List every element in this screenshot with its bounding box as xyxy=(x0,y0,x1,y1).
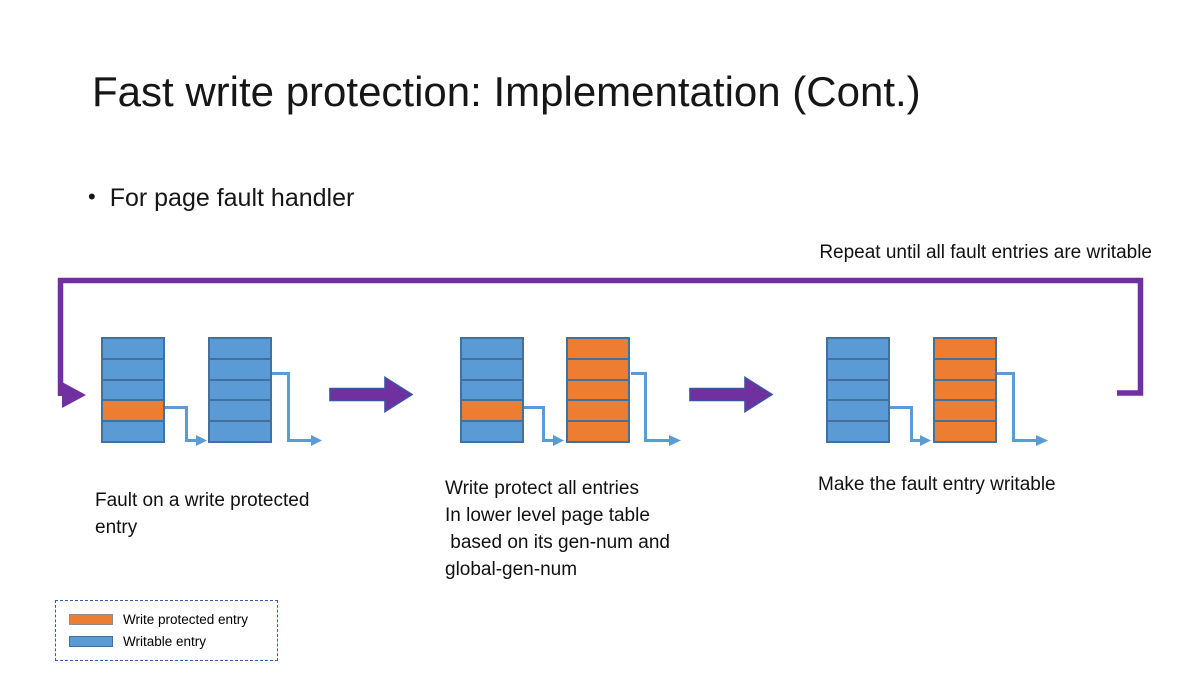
connector-stage3-lower-table xyxy=(996,372,1037,442)
legend-item-writable: Writable entry xyxy=(69,634,277,649)
connector-stage3-fault-entry-arrowhead-icon xyxy=(920,435,931,446)
page-table-entry-writable xyxy=(210,359,270,381)
connector-stage1-lower-table-arrowhead-icon xyxy=(311,435,322,446)
page-table-entry-writable xyxy=(828,359,888,381)
page-table-entry-writable xyxy=(462,380,522,402)
page-table-stage1-upper xyxy=(101,337,165,443)
stage1-caption: Fault on a write protected entry xyxy=(95,490,315,538)
page-table-entry-writable xyxy=(103,339,163,360)
page-table-entry-writable xyxy=(828,339,888,360)
bullet-text: For page fault handler xyxy=(109,184,355,212)
connector-stage3-lower-table-arrowhead-icon xyxy=(1036,435,1048,446)
page-table-entry-protected xyxy=(935,422,995,441)
connector-stage2-fault-entry-arrowhead-icon xyxy=(553,435,564,446)
page-table-entry-writable xyxy=(103,359,163,381)
page-table-entry-writable xyxy=(210,339,270,360)
stage-arrow-1-icon xyxy=(329,376,414,413)
page-table-stage3-upper xyxy=(826,337,890,443)
bullet-icon: • xyxy=(88,184,96,209)
page-table-entry-writable xyxy=(103,422,163,441)
legend-swatch-writable-icon xyxy=(69,636,113,647)
connector-stage2-lower-table-arrowhead-icon xyxy=(669,435,681,446)
page-table-stage2-lower xyxy=(566,337,630,443)
page-table-entry-protected xyxy=(568,380,628,402)
page-table-stage2-upper xyxy=(460,337,524,443)
page-table-entry-protected xyxy=(935,380,995,402)
page-table-entry-writable xyxy=(828,422,888,441)
page-table-entry-protected xyxy=(935,359,995,381)
legend-label-writable: Writable entry xyxy=(123,634,207,649)
legend-box: Write protected entry Writable entry xyxy=(55,600,278,661)
page-table-entry-writable xyxy=(828,380,888,402)
page-table-entry-protected xyxy=(935,401,995,423)
page-table-entry-writable xyxy=(210,422,270,441)
page-table-entry-writable xyxy=(210,380,270,402)
page-table-entry-protected xyxy=(568,359,628,381)
legend-swatch-protected-icon xyxy=(69,614,113,625)
page-table-entry-writable xyxy=(210,401,270,423)
connector-stage1-fault-entry xyxy=(165,406,197,442)
connector-stage3-fault-entry xyxy=(889,406,921,442)
connector-stage2-lower-table xyxy=(631,372,670,442)
legend-item-write-protected: Write protected entry xyxy=(69,612,277,627)
bullet-item: • For page fault handler xyxy=(88,184,354,213)
page-table-stage3-lower xyxy=(933,337,997,443)
repeat-loop-label: Repeat until all fault entries are writa… xyxy=(819,242,1152,263)
stage3-caption: Make the fault entry writable xyxy=(818,474,1056,495)
page-table-entry-protected xyxy=(462,401,522,423)
legend-label-protected: Write protected entry xyxy=(123,612,249,627)
connector-stage1-lower-table xyxy=(272,372,312,442)
page-table-entry-writable xyxy=(462,422,522,441)
repeat-loop-arrowhead-icon xyxy=(62,382,86,408)
page-table-entry-protected xyxy=(568,339,628,360)
page-table-entry-protected xyxy=(568,401,628,423)
connector-stage1-fault-entry-arrowhead-icon xyxy=(196,435,207,446)
page-table-entry-protected xyxy=(935,339,995,360)
page-table-entry-writable xyxy=(828,401,888,423)
page-table-entry-writable xyxy=(462,359,522,381)
page-table-entry-protected xyxy=(568,422,628,441)
connector-stage2-fault-entry xyxy=(523,406,554,442)
stage2-caption: Write protect all entries In lower level… xyxy=(445,478,670,580)
page-table-entry-writable xyxy=(462,339,522,360)
page-table-entry-protected xyxy=(103,401,163,423)
page-table-entry-writable xyxy=(103,380,163,402)
slide-title: Fast write protection: Implementation (C… xyxy=(92,68,921,115)
page-table-stage1-lower xyxy=(208,337,272,443)
stage-arrow-2-icon xyxy=(689,376,774,413)
